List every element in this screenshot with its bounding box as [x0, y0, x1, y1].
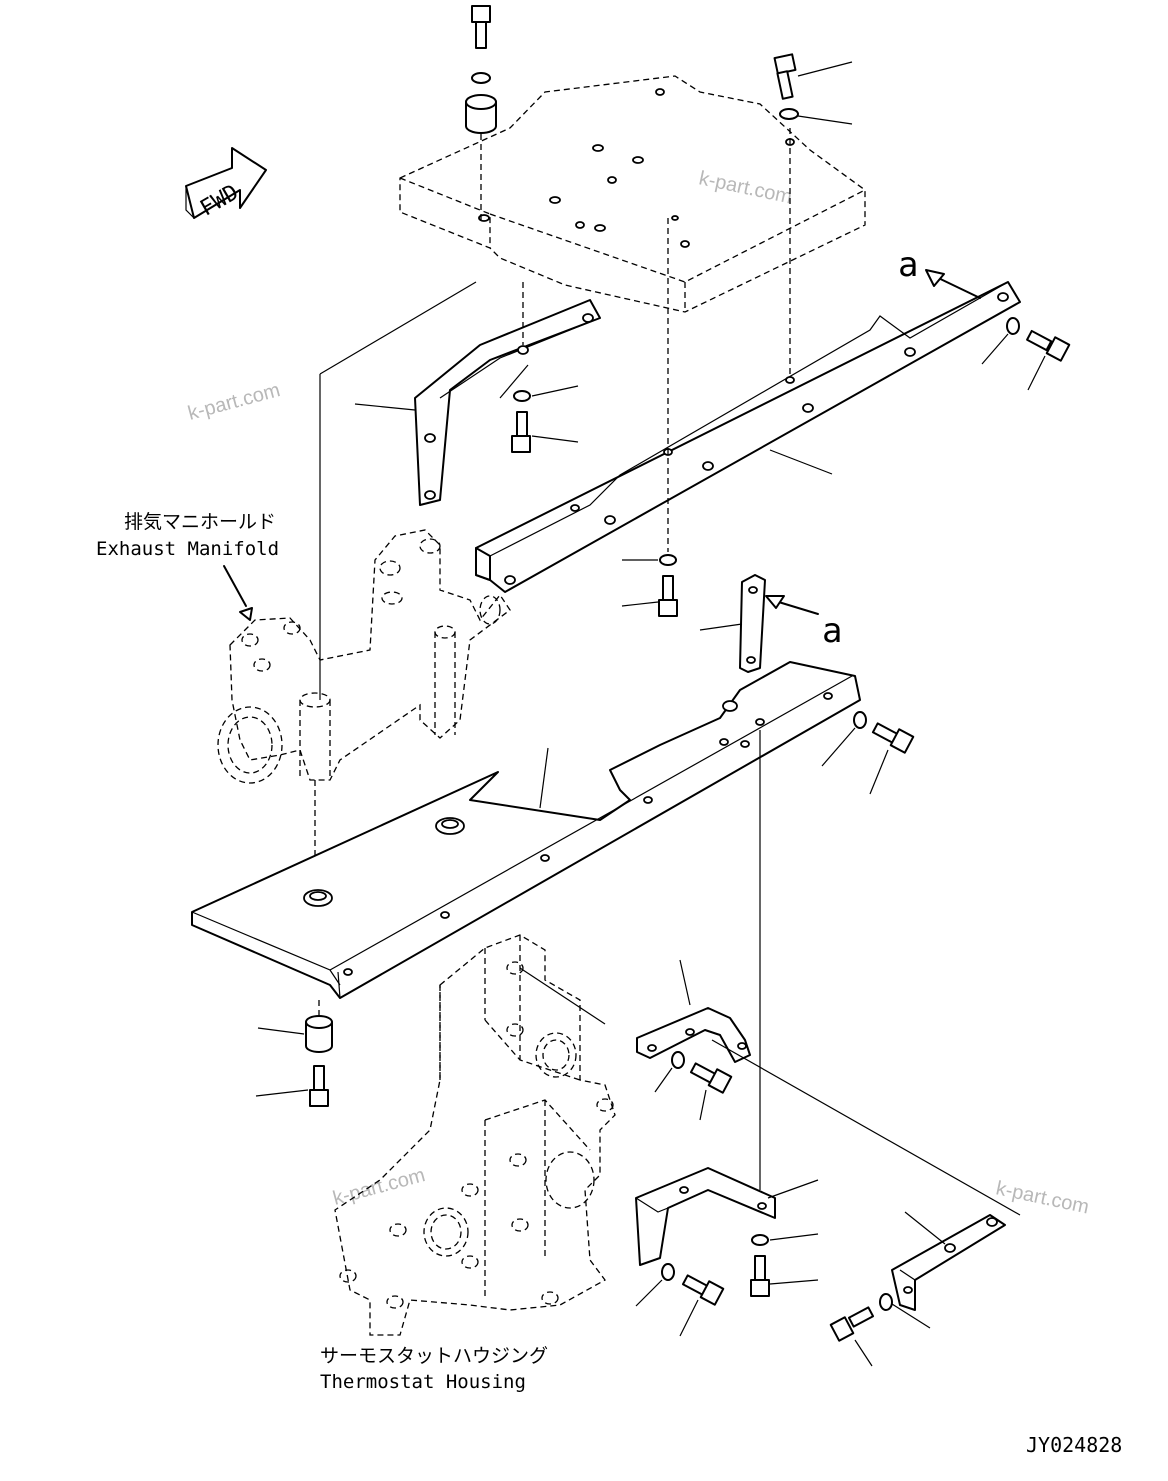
watermark-4: k-part.com	[994, 1177, 1091, 1218]
mounting-plate	[399, 75, 866, 313]
top-bolt-stack	[465, 5, 497, 220]
view-marker-a-lower: a	[822, 611, 842, 651]
bolt-upper-rail-right	[981, 317, 1071, 391]
bracket-lower-right	[829, 1211, 1006, 1367]
thermostat-housing-label: サーモスタットハウジング Thermostat Housing	[320, 1345, 548, 1393]
thermostat-housing	[334, 934, 616, 1336]
thermostat-housing-label-jp: サーモスタットハウジング	[320, 1345, 548, 1367]
fwd-label: FWD	[196, 180, 243, 222]
bracket-mid-right	[636, 959, 1021, 1216]
exhaust-manifold-label: 排気マニホールド Exhaust Manifold	[96, 281, 477, 700]
link-plate: a	[699, 574, 842, 673]
spacer-lower-left	[255, 1000, 333, 1107]
upper-rail: a	[475, 245, 1021, 593]
bracket-lower-center	[635, 1167, 819, 1337]
thermostat-housing-label-en: Thermostat Housing	[320, 1371, 526, 1393]
drawing-number: JY024828	[1026, 1433, 1122, 1457]
exhaust-manifold	[217, 529, 511, 880]
exhaust-manifold-label-en: Exhaust Manifold	[96, 538, 279, 560]
bolt-top-right	[773, 53, 853, 380]
bolt-under-upper-bracket	[511, 385, 579, 453]
watermark-1: k-part.com	[697, 167, 794, 208]
fwd-arrow-icon: FWD	[185, 147, 267, 222]
heat-shield-plate	[191, 661, 861, 1190]
bolt-center	[621, 218, 678, 617]
l-bracket-upper	[354, 282, 601, 506]
bolt-heat-shield-right	[821, 711, 915, 795]
watermark-2: k-part.com	[186, 379, 283, 425]
view-marker-a-upper: a	[898, 245, 918, 285]
exhaust-manifold-label-jp: 排気マニホールド	[124, 511, 276, 533]
